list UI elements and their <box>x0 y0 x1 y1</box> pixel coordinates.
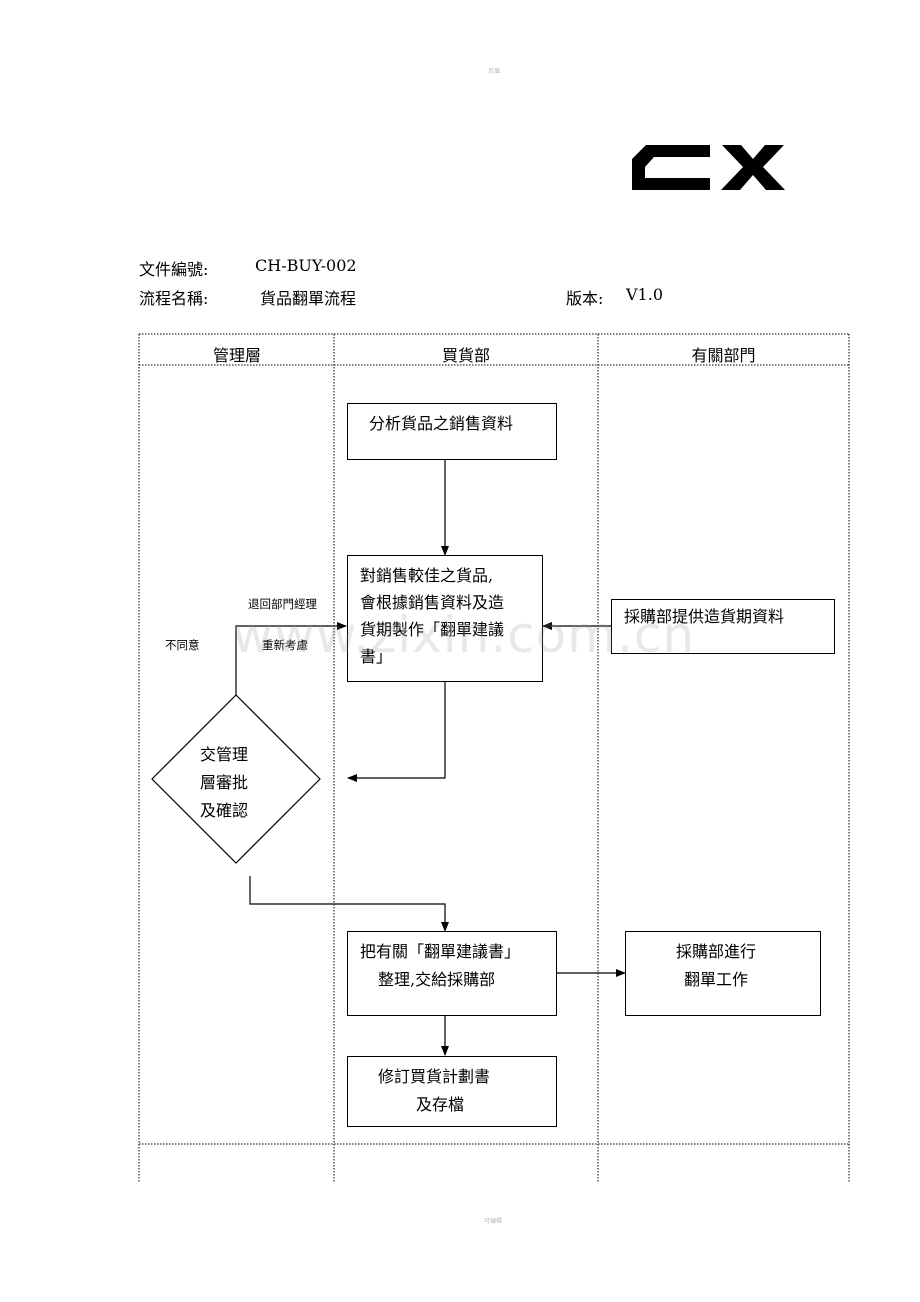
lane-header-related: 有關部門 <box>691 346 756 365</box>
process-name-value: 貨品翻單流程 <box>260 289 357 308</box>
node-analyze-sales: 分析貨品之銷售資料 <box>347 403 557 460</box>
page-footer-mark: 可编辑 <box>484 1218 503 1225</box>
decision-diamond <box>151 694 321 864</box>
page-header-mark: 页眉 <box>488 68 501 75</box>
node-handover: 把有關「翻單建議書」 整理,交給採購部 <box>347 931 557 1016</box>
node-supply-leadtime-text: 採購部提供造貨期資料 <box>624 607 785 626</box>
arrow-approval-to-handover <box>249 876 449 932</box>
decision-text-3: 及確認 <box>200 801 249 820</box>
process-name-label: 流程名稱: <box>139 289 209 308</box>
edge-label-return: 退回部門經理 <box>248 597 317 611</box>
node-proposal-line3: 貨期製作「翻單建議 <box>360 620 505 639</box>
arrow-proposal-to-approval <box>347 682 446 782</box>
node-handover-line1: 把有關「翻單建議書」 <box>360 942 521 961</box>
node-proposal-line4: 書」 <box>360 647 393 666</box>
node-proposal: 對銷售較佳之貨品, 會根據銷售資料及造 貨期製作「翻單建議 書」 <box>347 555 543 682</box>
node-archive-line1: 修訂買貨計劃書 <box>378 1067 491 1086</box>
node-analyze-sales-text: 分析貨品之銷售資料 <box>369 414 514 433</box>
node-proposal-line1: 對銷售較佳之貨品, <box>360 566 494 585</box>
lane-header-management: 管理層 <box>212 346 261 365</box>
arrow-reject-loop <box>235 622 347 695</box>
node-handover-line2: 整理,交給採購部 <box>378 970 496 989</box>
version-value: V1.0 <box>626 285 663 304</box>
edge-label-reconsider: 重新考慮 <box>262 638 308 652</box>
doc-number-value: CH-BUY-002 <box>255 256 357 275</box>
cx-logo <box>632 145 785 190</box>
node-archive-line2: 及存檔 <box>416 1095 465 1114</box>
node-reorder-line2: 翻單工作 <box>684 970 749 989</box>
node-reorder: 採購部進行 翻單工作 <box>625 931 821 1016</box>
doc-number-label: 文件編號: <box>139 260 209 279</box>
decision-text-2: 層審批 <box>200 773 249 792</box>
decision-text-1: 交管理 <box>200 745 249 764</box>
node-supply-leadtime: 採購部提供造貨期資料 <box>611 599 835 654</box>
edge-label-disagree: 不同意 <box>165 638 200 652</box>
lane-header-buying: 買貨部 <box>441 346 490 365</box>
version-label: 版本: <box>566 289 604 308</box>
node-reorder-line1: 採購部進行 <box>676 942 757 961</box>
node-archive: 修訂買貨計劃書 及存檔 <box>347 1056 557 1127</box>
node-proposal-line2: 會根據銷售資料及造 <box>360 593 505 612</box>
watermark: www.zixin.com.cn <box>232 606 696 664</box>
